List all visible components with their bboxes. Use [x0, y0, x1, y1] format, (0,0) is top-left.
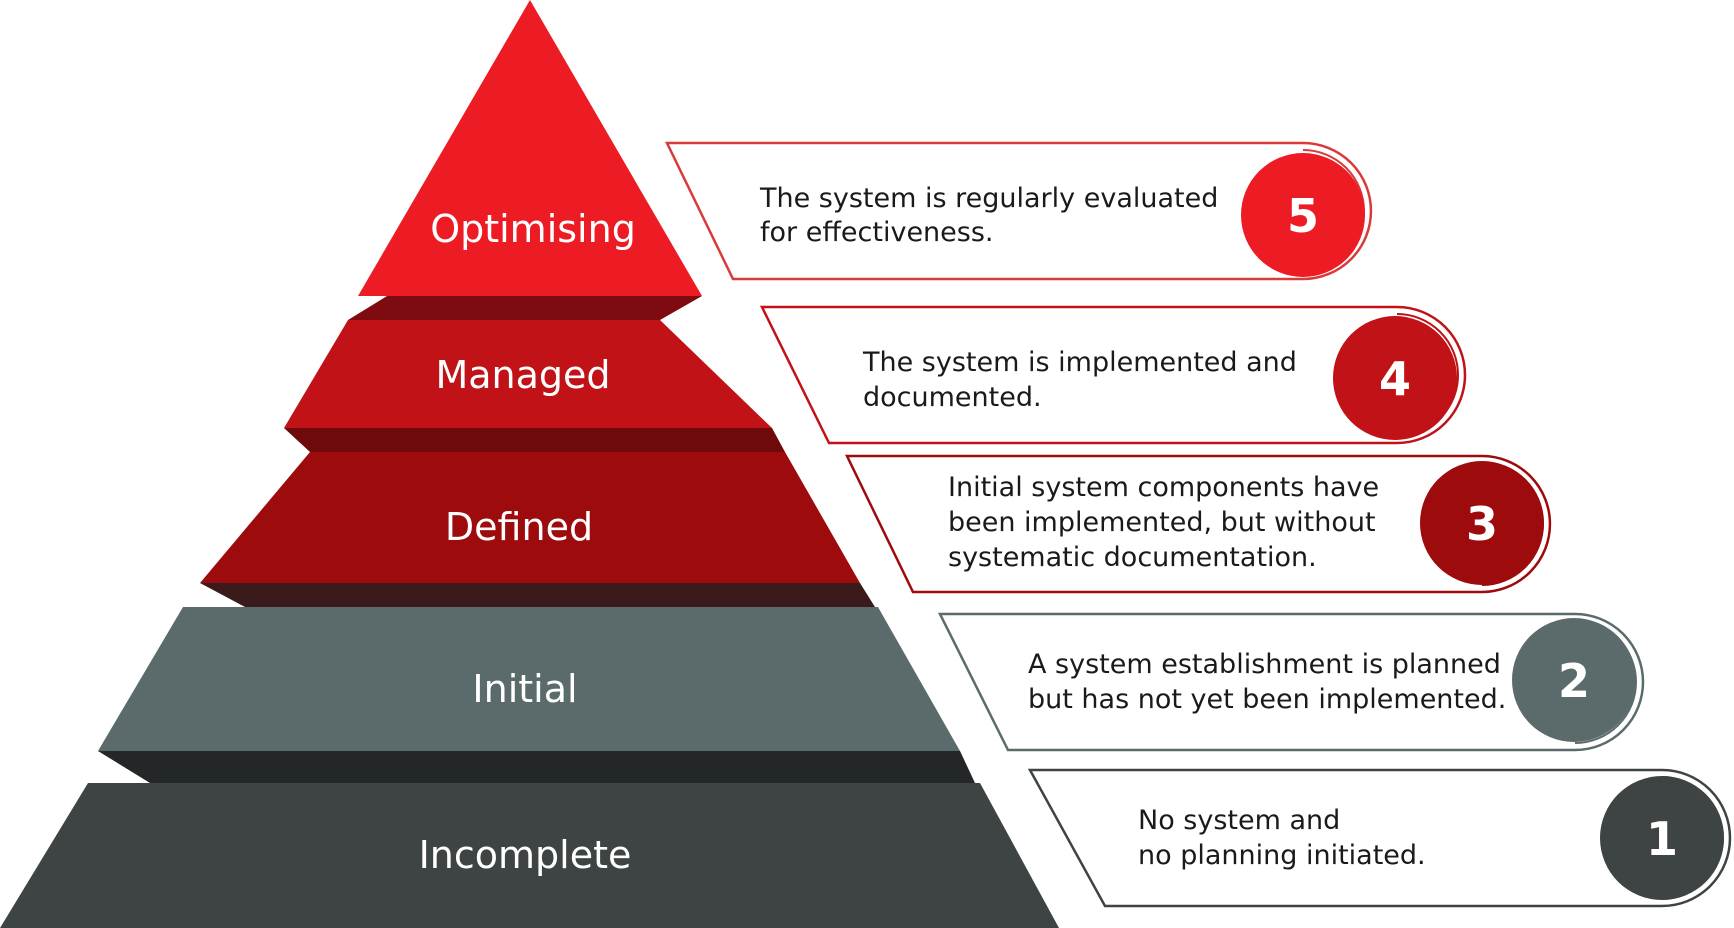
level-number-4: 4: [1379, 352, 1411, 406]
callout-desc-2-line-1: A system establishment is planned: [1028, 649, 1501, 680]
level-number-3: 3: [1466, 497, 1498, 551]
callout-outline-1: [1027, 768, 1732, 908]
level-badge-5: [1241, 153, 1365, 277]
callout-desc-5-line-2: for effectiveness.: [760, 217, 994, 248]
callout-level-3: Initial system components have been impl…: [845, 454, 1552, 594]
callout-outline-3: [845, 454, 1552, 594]
callout-desc-3-line-2: been implemented, but without: [948, 507, 1376, 538]
pyramid-tier-4: [284, 320, 772, 428]
tier-label-4: Managed: [435, 353, 610, 397]
callout-desc-1-line-1: No system and: [1138, 805, 1340, 836]
shadow-band-4-3: [284, 428, 785, 452]
pyramid-tier-2: [98, 607, 960, 751]
callout-desc-3-line-3: systematic documentation.: [948, 542, 1317, 573]
tier-label-3: Defined: [445, 505, 593, 549]
callout-outline-5: [665, 141, 1373, 281]
shadow-band-2-1: [98, 751, 975, 783]
callout-outline-2: [937, 612, 1645, 752]
level-badge-2: [1512, 618, 1636, 742]
callout-desc-5-line-1: The system is regularly evaluated: [759, 183, 1218, 214]
callout-level-4: The system is implemented and documented…: [759, 305, 1467, 445]
callout-desc-4-line-1: The system is implemented and: [862, 347, 1297, 378]
callout-outline-4: [759, 305, 1467, 445]
callout-desc-2-line-2: but has not yet been implemented.: [1028, 684, 1506, 715]
shadow-band-5-4: [348, 296, 702, 320]
callout-desc-3-line-1: Initial system components have: [948, 472, 1379, 503]
pyramid-tier-1: [0, 783, 1059, 928]
level-badge-1: [1600, 776, 1724, 900]
level-number-5: 5: [1287, 189, 1319, 243]
tier-label-2: Initial: [472, 667, 577, 711]
level-badge-4: [1333, 316, 1457, 440]
level-number-1: 1: [1646, 812, 1678, 866]
pyramid-tier-5: [358, 0, 702, 296]
callout-desc-4-line-2: documented.: [863, 382, 1042, 413]
callout-level-2: A system establishment is planned but ha…: [937, 612, 1645, 752]
shadow-band-3-2: [200, 583, 875, 607]
pyramid-tier-3: [200, 452, 860, 583]
callout-desc-1-line-2: no planning initiated.: [1138, 840, 1426, 871]
tier-label-5: Optimising: [430, 207, 636, 251]
level-number-2: 2: [1558, 654, 1590, 708]
callout-level-1: No system and no planning initiated. 1: [1027, 768, 1732, 908]
callout-level-5: The system is regularly evaluated for ef…: [665, 141, 1373, 281]
level-badge-3: [1420, 461, 1544, 585]
tier-label-1: Incomplete: [419, 833, 632, 877]
